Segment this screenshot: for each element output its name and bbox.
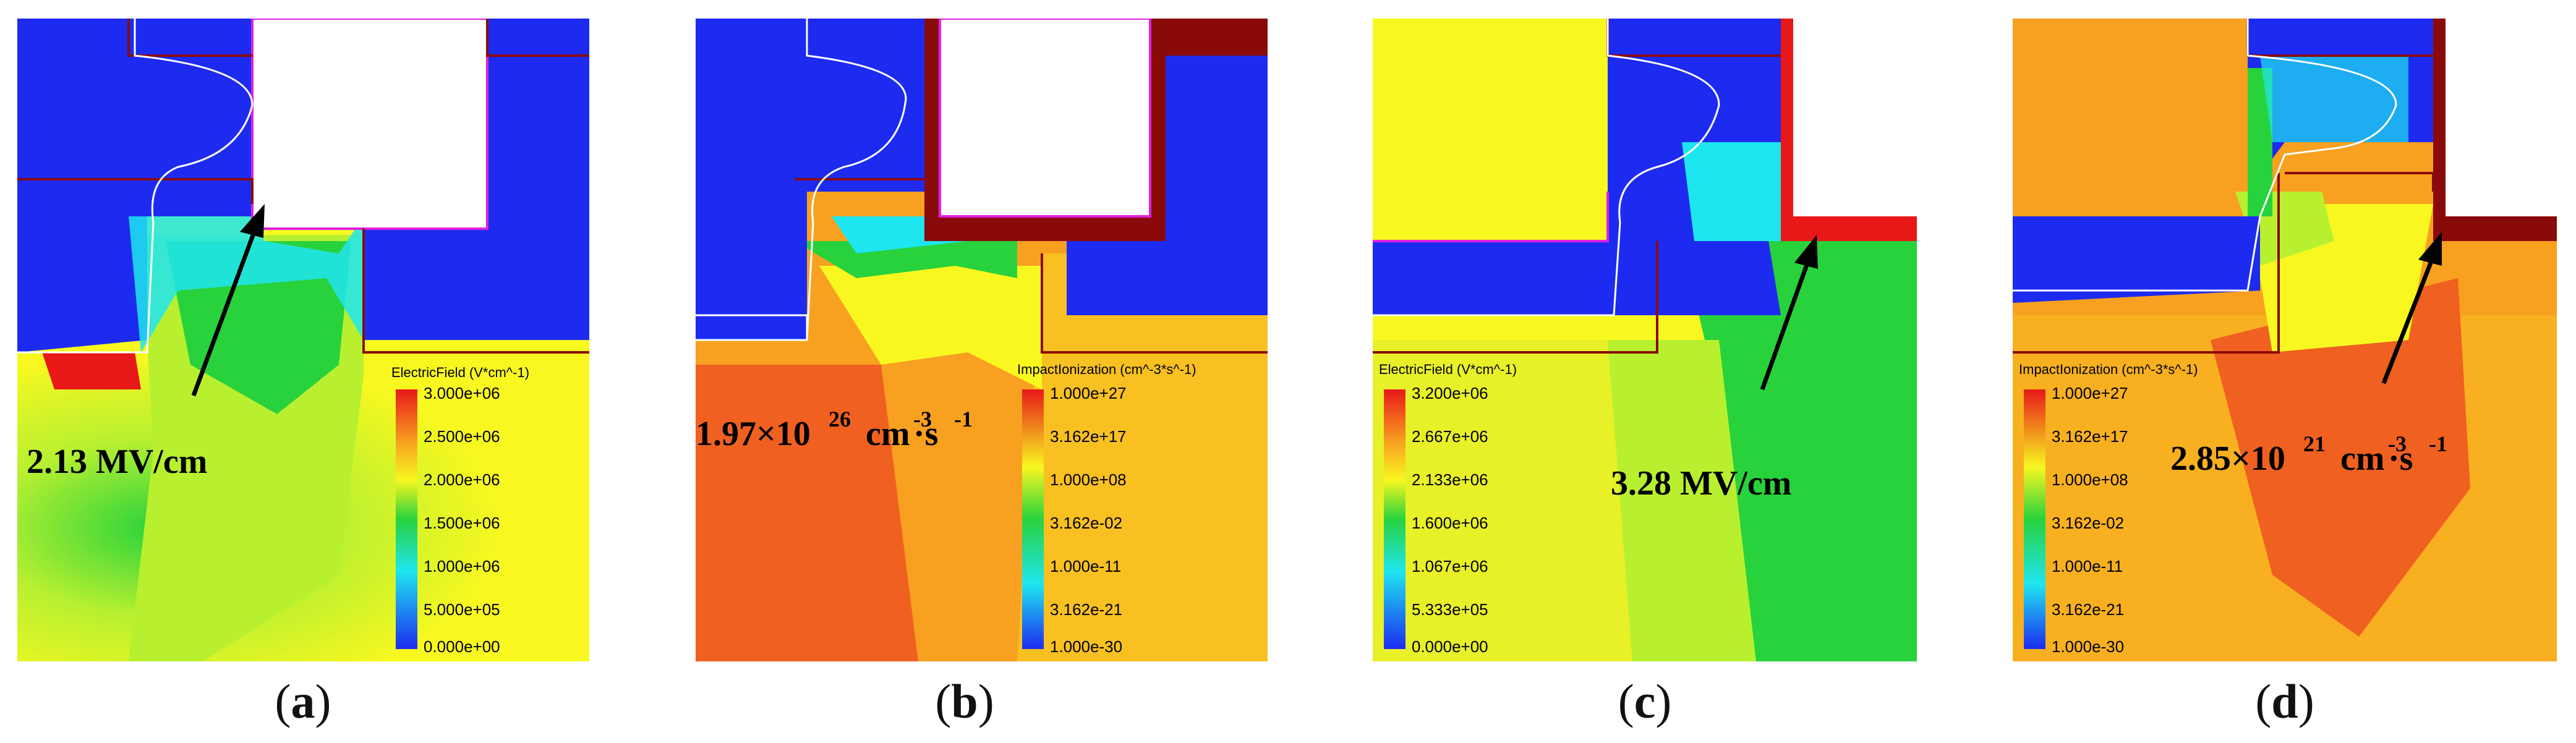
svg-text:2.85×10: 2.85×10: [2170, 439, 2285, 478]
svg-text:cm: cm: [866, 415, 910, 453]
legend-tick: 3.162e+17: [2052, 427, 2128, 446]
legend-tick: 1.000e+27: [1050, 384, 1127, 402]
caption-a: (a): [275, 674, 331, 728]
panel-b: 1.97×10 26 cm -3 ·s -1 ImpactIonization …: [696, 19, 1268, 661]
legend-tick: 1.000e+08: [1050, 470, 1127, 489]
caption-d: (d): [2255, 674, 2314, 728]
legend-tick: 1.067e+06: [1412, 557, 1488, 575]
legend-tick: 2.667e+06: [1412, 427, 1488, 446]
legend-tick: 3.162e+17: [1050, 427, 1127, 446]
colorbar-legend: ElectricField (V*cm^-1) 3.200e+06 2.667e…: [1379, 362, 1517, 656]
legend-tick: 0.000e+00: [1412, 637, 1488, 656]
svg-text:21: 21: [2303, 431, 2326, 456]
annotation-arrow: [2381, 255, 2436, 384]
panel-d: 2.85×10 21 cm -3 ·s -1 ImpactIonization …: [2013, 19, 2557, 661]
legend-tick: 3.162e-02: [1050, 514, 1122, 532]
legend-tick: 1.600e+06: [1412, 514, 1488, 532]
svg-text:·s: ·s: [2388, 439, 2413, 478]
colorbar-legend: ImpactIonization (cm^-3*s^-1) 1.000e+27 …: [2019, 362, 2198, 656]
arrow-head-icon: [1794, 235, 1818, 269]
svg-text:26: 26: [829, 407, 851, 431]
legend-tick: 1.000e-11: [1050, 557, 1121, 575]
legend-tick: 2.133e+06: [1412, 470, 1488, 489]
panel-a-field-plot: 2.13 MV/cm ElectricField (V*cm^-1) 3.000…: [17, 19, 589, 661]
annotation-arrow: [191, 227, 258, 397]
svg-text:-3: -3: [2388, 431, 2407, 456]
colorbar-legend: ElectricField (V*cm^-1) 3.000e+06 2.500e…: [391, 365, 529, 656]
legend-tick: 5.000e+05: [424, 600, 500, 619]
caption-c: (c): [1618, 674, 1672, 728]
annotation-arrow: [1760, 258, 1811, 391]
panel-d-ionization-plot: 2.85×10 21 cm -3 ·s -1 ImpactIonization …: [2013, 19, 2557, 661]
legend-tick: 1.500e+06: [424, 514, 500, 532]
svg-text:-3: -3: [913, 407, 932, 431]
arrow-head-icon: [2418, 232, 2442, 266]
svg-text:1.97×10: 1.97×10: [696, 415, 811, 453]
legend-title: ElectricField (V*cm^-1): [1379, 362, 1517, 377]
peak-ionization-annotation: 1.97×10 26 cm -3 ·s -1: [696, 407, 973, 453]
legend-tick: 3.000e+06: [424, 384, 500, 402]
peak-field-annotation: 2.13 MV/cm: [27, 443, 207, 481]
legend-tick: 3.162e-21: [1050, 600, 1122, 619]
legend-title: ImpactIonization (cm^-3*s^-1): [2019, 362, 2198, 377]
peak-ionization-annotation: 2.85×10 21 cm -3 ·s -1: [2170, 431, 2447, 478]
legend-tick: 1.000e-11: [2052, 557, 2123, 575]
legend-tick: 1.000e-30: [2052, 637, 2124, 656]
panel-a: 2.13 MV/cm ElectricField (V*cm^-1) 3.000…: [17, 19, 589, 661]
panel-c: 3.28 MV/cm ElectricField (V*cm^-1) 3.200…: [1373, 19, 1917, 661]
legend-tick: 3.162e-02: [2052, 514, 2124, 532]
legend-tick: 1.000e+08: [2052, 470, 2128, 489]
legend-tick: 3.162e-21: [2052, 600, 2124, 619]
caption-b: (b): [935, 674, 994, 728]
legend-tick: 1.000e+06: [424, 557, 500, 575]
colorbar-legend: ImpactIonization (cm^-3*s^-1) 1.000e+27 …: [1017, 362, 1196, 656]
legend-tick: 2.000e+06: [424, 470, 500, 489]
legend-title: ImpactIonization (cm^-3*s^-1): [1017, 362, 1196, 377]
peak-field-annotation: 3.28 MV/cm: [1611, 464, 1791, 503]
legend-tick: 1.000e+27: [2052, 384, 2128, 402]
legend-tick: 5.333e+05: [1412, 600, 1488, 619]
legend-title: ElectricField (V*cm^-1): [391, 365, 529, 380]
legend-tick: 0.000e+00: [424, 637, 500, 656]
arrow-head-icon: [240, 204, 265, 238]
legend-tick: 2.500e+06: [424, 427, 500, 446]
svg-text:cm: cm: [2340, 439, 2385, 478]
svg-text:·s: ·s: [913, 415, 938, 453]
panel-c-field-plot: 3.28 MV/cm ElectricField (V*cm^-1) 3.200…: [1373, 19, 1917, 661]
legend-tick: 1.000e-30: [1050, 637, 1122, 656]
panel-b-ionization-plot: 1.97×10 26 cm -3 ·s -1 ImpactIonization …: [696, 19, 1268, 661]
legend-tick: 3.200e+06: [1412, 384, 1488, 402]
svg-text:-1: -1: [2429, 431, 2447, 456]
svg-text:-1: -1: [954, 407, 973, 431]
